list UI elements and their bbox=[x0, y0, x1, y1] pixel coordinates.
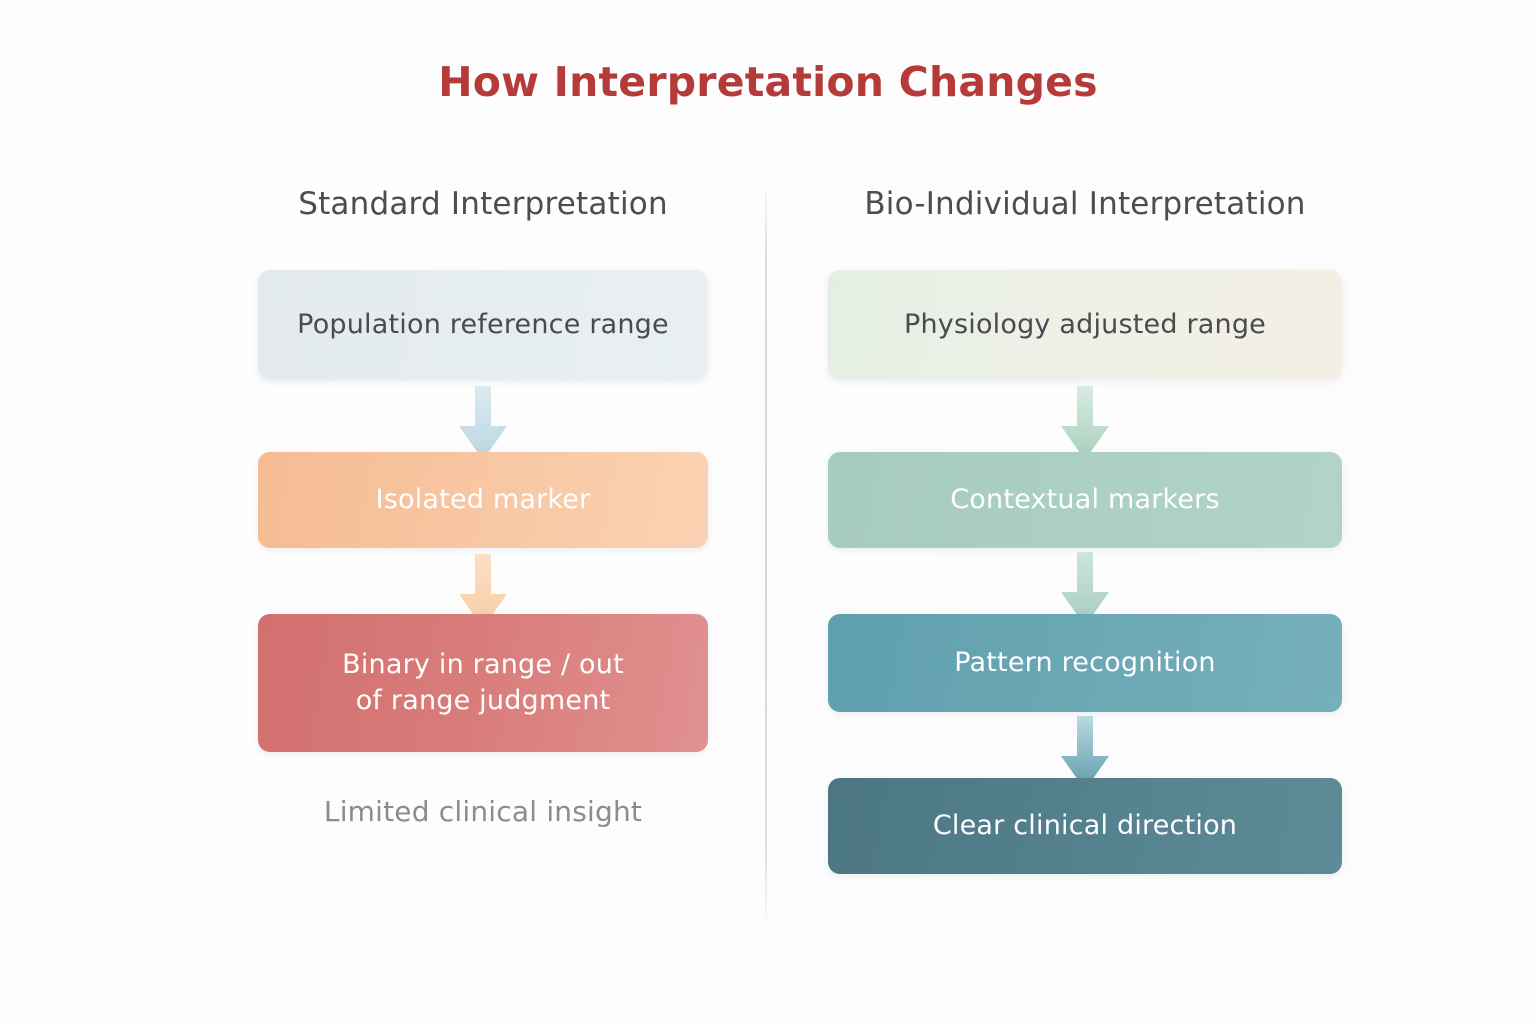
step-box-physiology-adjusted-range[interactable]: Physiology adjusted range bbox=[828, 270, 1342, 380]
step-label: Binary in range / out of range judgment bbox=[342, 649, 624, 716]
step-label: Population reference range bbox=[297, 309, 669, 341]
column-heading-bio-individual: Bio-Individual Interpretation bbox=[864, 186, 1306, 222]
step-box-clear-clinical-direction[interactable]: Clear clinical direction bbox=[828, 778, 1342, 874]
step-label: Pattern recognition bbox=[954, 647, 1216, 679]
arrow-down-icon bbox=[456, 386, 510, 462]
step-label: Contextual markers bbox=[950, 484, 1220, 516]
step-box-population-reference-range[interactable]: Population reference range bbox=[258, 270, 708, 380]
step-box-pattern-recognition[interactable]: Pattern recognition bbox=[828, 614, 1342, 712]
column-caption-standard: Limited clinical insight bbox=[323, 795, 643, 828]
arrow-down-icon bbox=[1058, 552, 1112, 628]
step-box-contextual-markers[interactable]: Contextual markers bbox=[828, 452, 1342, 548]
step-label: Isolated marker bbox=[375, 484, 591, 516]
arrow-down-icon bbox=[1058, 386, 1112, 462]
step-label: Physiology adjusted range bbox=[904, 309, 1266, 341]
step-box-binary-judgment[interactable]: Binary in range / out of range judgment bbox=[258, 614, 708, 752]
step-box-isolated-marker[interactable]: Isolated marker bbox=[258, 452, 708, 548]
page-title: How Interpretation Changes bbox=[438, 58, 1098, 106]
column-divider bbox=[765, 190, 767, 918]
arrow-down-icon bbox=[456, 554, 510, 630]
step-label: Clear clinical direction bbox=[932, 810, 1238, 842]
column-heading-standard: Standard Interpretation bbox=[298, 186, 668, 222]
arrow-down-icon bbox=[1058, 716, 1112, 792]
